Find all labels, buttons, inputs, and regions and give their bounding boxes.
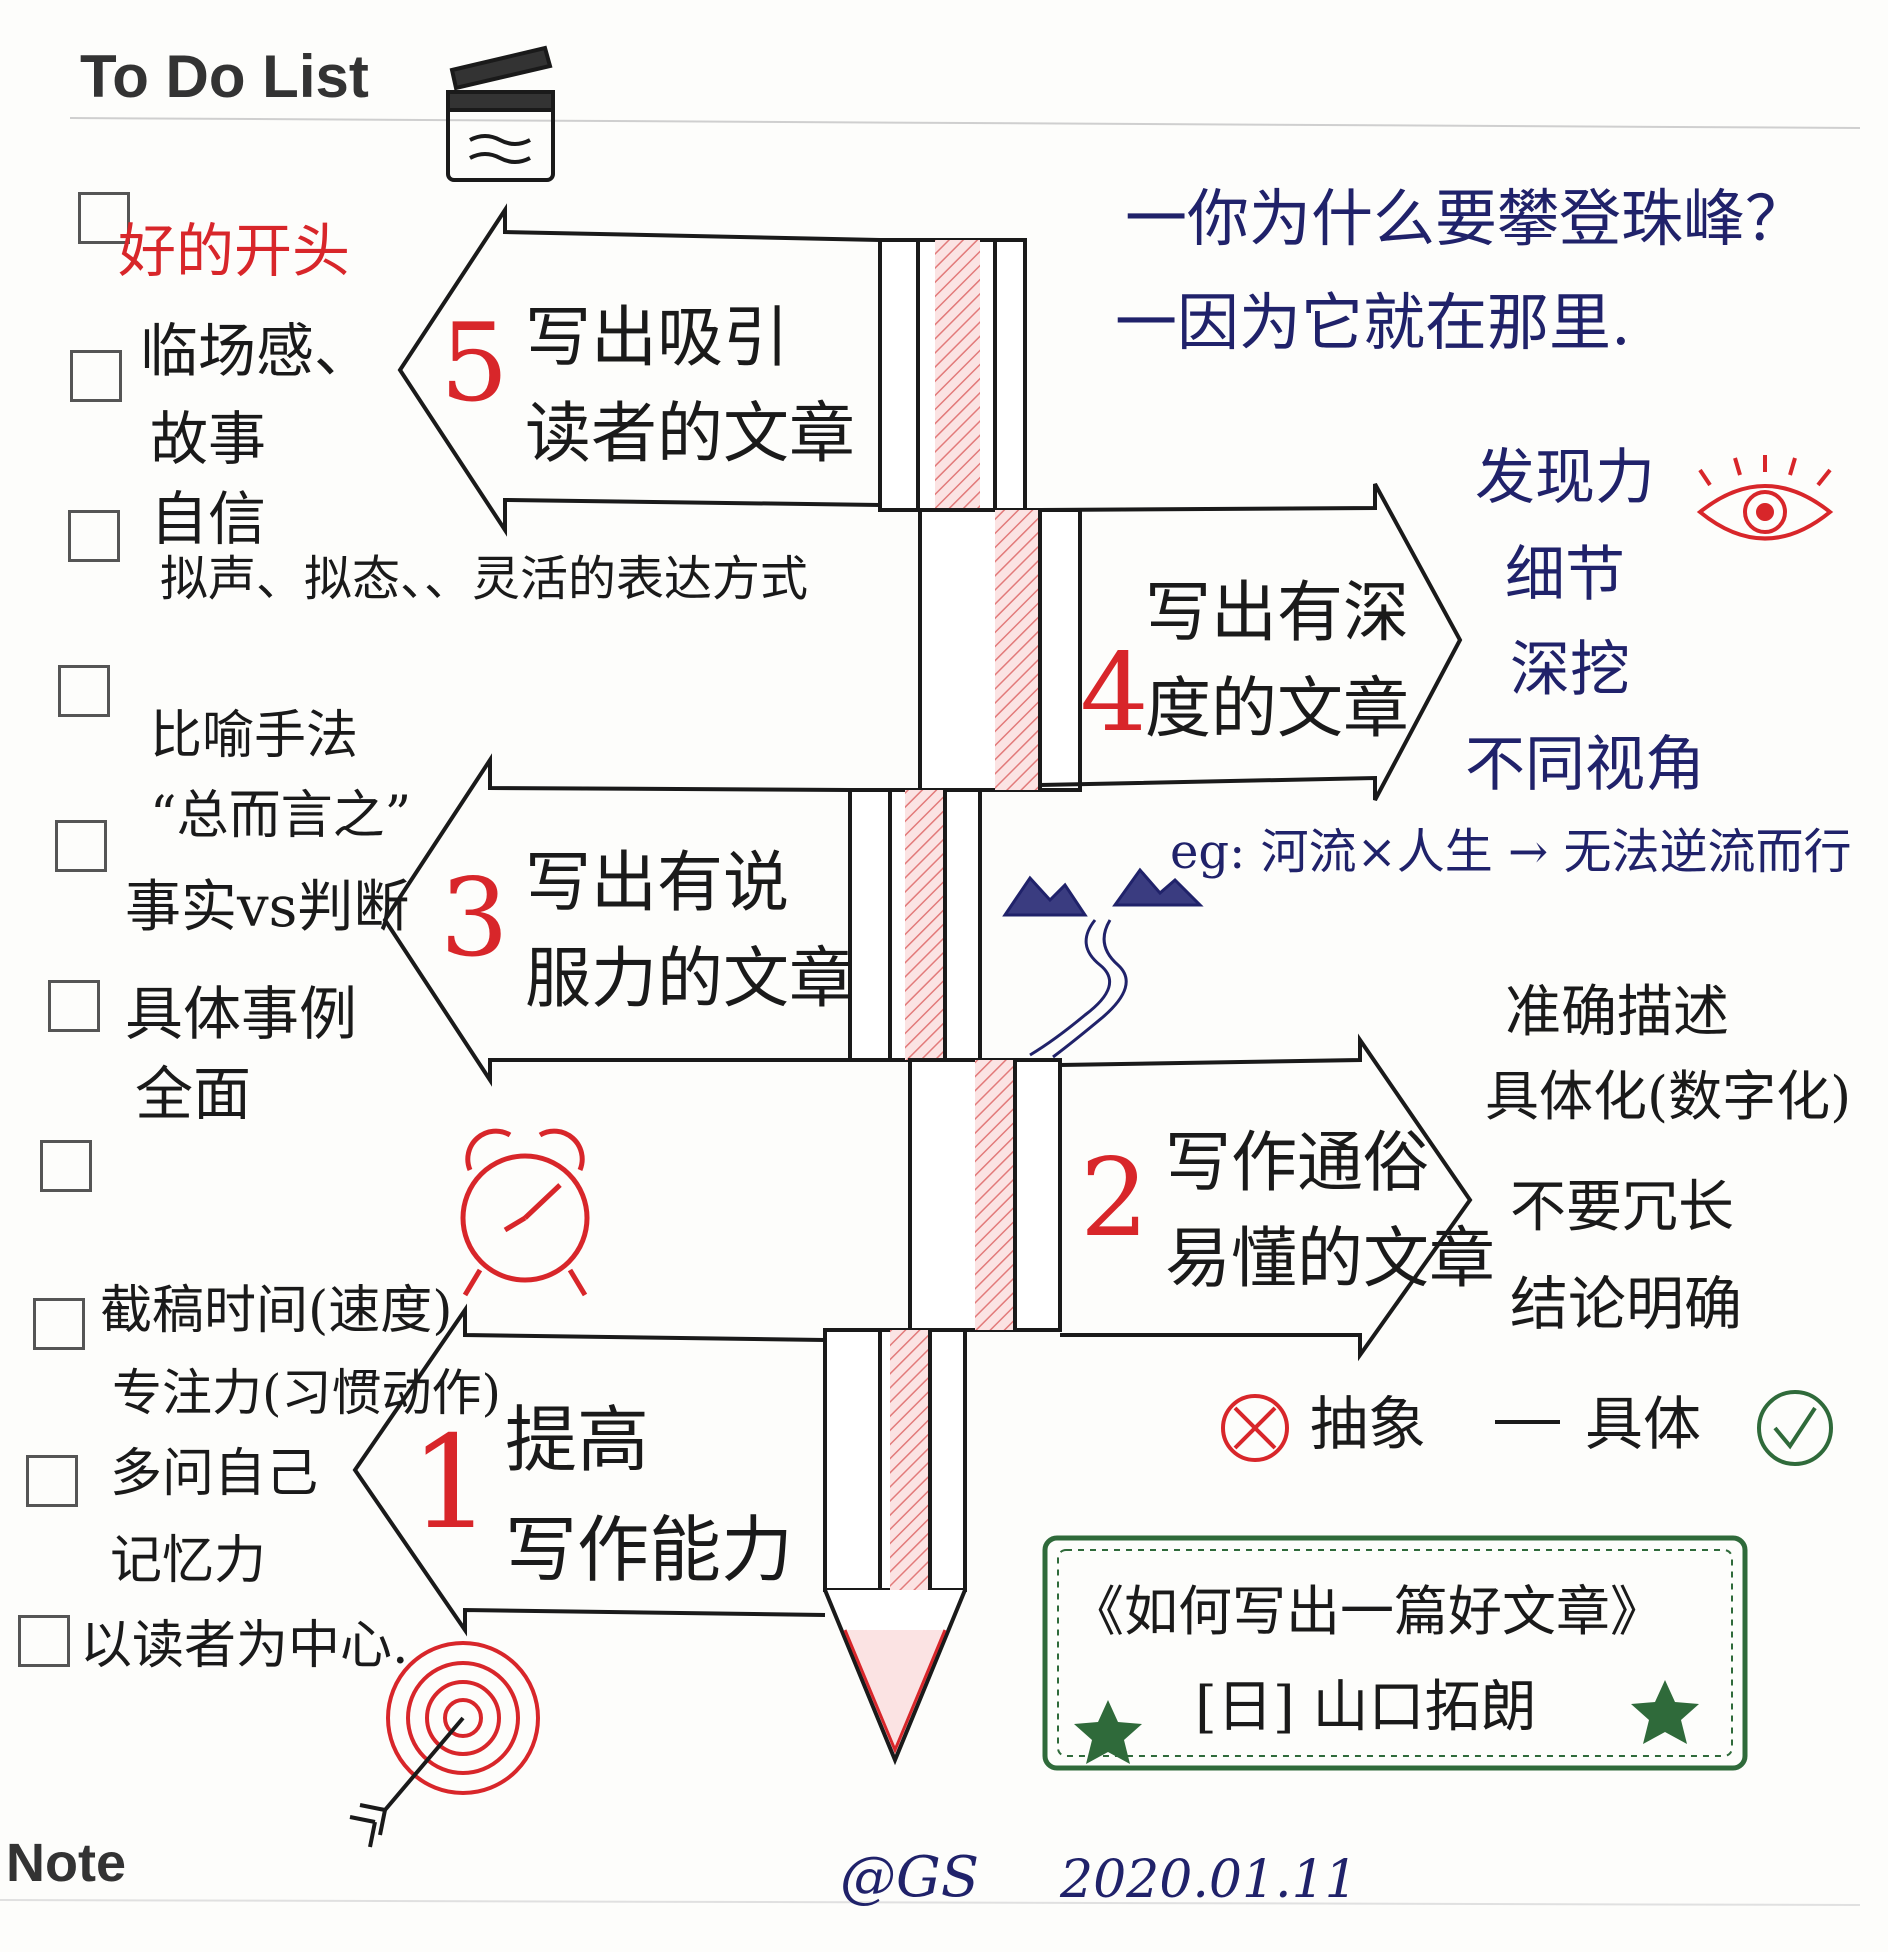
signature-date: 2020.01.11 bbox=[1060, 1850, 1358, 1910]
note-5-item: 故事 bbox=[150, 405, 267, 473]
note-4-item: 发现力 bbox=[1475, 443, 1655, 513]
note-3-item: “总而言之” bbox=[150, 786, 412, 846]
sign-5-line-2: 读者的文章 bbox=[525, 395, 855, 472]
note-5-item: 自信 bbox=[150, 485, 267, 553]
quote-line-2: 一因为它就在那里. bbox=[1115, 286, 1631, 359]
sign-4-text: 写出有深 度的文章 bbox=[1145, 565, 1409, 757]
concrete-label: 具体 bbox=[1585, 1390, 1702, 1458]
sign-4-arrow bbox=[1039, 483, 1463, 801]
example-note: eg: 河流×人生 → 无法逆流而行 bbox=[1170, 824, 1852, 880]
sign-1-text: 提高 写作能力 bbox=[505, 1385, 793, 1605]
header-rule bbox=[69, 117, 1861, 129]
todo-checkbox[interactable] bbox=[26, 1455, 78, 1507]
note-3-item: 比喻手法 bbox=[150, 706, 359, 766]
note-4-item: 深挖 bbox=[1510, 635, 1630, 705]
signature-handle: @GS bbox=[840, 1845, 980, 1910]
note-4-item: 不同视角 bbox=[1465, 730, 1705, 800]
sign-3-number: 3 bbox=[440, 856, 509, 981]
sign-2-line-2: 易懂的文章 bbox=[1165, 1220, 1495, 1297]
todo-checkbox[interactable] bbox=[78, 192, 130, 244]
note-1-item: 以读者为中心. bbox=[80, 1616, 409, 1676]
note-2-item: 准确描述 bbox=[1505, 980, 1729, 1045]
note-1-item: 多问自己 bbox=[110, 1444, 319, 1504]
sign-1-number: 1 bbox=[410, 1409, 492, 1558]
sign-4-number: 4 bbox=[1080, 631, 1149, 756]
footer-rule bbox=[0, 1899, 1861, 1906]
clapperboard-icon bbox=[446, 45, 555, 182]
note-1-item: 截稿时间(速度) bbox=[100, 1281, 453, 1341]
note-4-item: 细节 bbox=[1505, 540, 1625, 610]
sign-3-text: 写出有说 服力的文章 bbox=[525, 835, 855, 1027]
todo-checkbox[interactable] bbox=[48, 980, 100, 1032]
good-opening-title: 好的开头 bbox=[118, 217, 351, 285]
sign-3-line-1: 写出有说 bbox=[525, 844, 789, 921]
sign-5-text: 写出吸引 读者的文章 bbox=[525, 290, 855, 482]
todo-checkbox[interactable] bbox=[40, 1140, 92, 1192]
sign-arrows bbox=[352, 203, 1473, 1637]
todo-checkbox[interactable] bbox=[68, 510, 120, 562]
todo-checkbox[interactable] bbox=[18, 1615, 70, 1667]
eye-icon bbox=[1696, 455, 1834, 541]
sign-5-number: 5 bbox=[440, 301, 509, 426]
sign-4-line-2: 度的文章 bbox=[1145, 670, 1409, 747]
target-icon bbox=[349, 1641, 540, 1848]
quote-line-1: 一你为什么要攀登珠峰？ bbox=[1125, 182, 1808, 255]
note-3-item: 具体事例 bbox=[125, 980, 358, 1048]
pencil-post bbox=[823, 238, 1082, 1766]
star-icon bbox=[1074, 1680, 1699, 1764]
sign-1-line-1: 提高 bbox=[505, 1398, 650, 1482]
todo-checkbox[interactable] bbox=[70, 350, 122, 402]
page-title: To Do List bbox=[80, 43, 369, 110]
abstract-label: 抽象 bbox=[1310, 1390, 1427, 1458]
todo-checkbox[interactable] bbox=[58, 665, 110, 717]
note-3-item: 事实vs判断 bbox=[125, 875, 410, 940]
sign-5-line-1: 写出吸引 bbox=[525, 299, 789, 376]
todo-checkbox[interactable] bbox=[55, 820, 107, 872]
mountain-river-icon bbox=[1002, 867, 1204, 1059]
book-author: [日] 山口拓朗 bbox=[1195, 1675, 1537, 1740]
sign-1-line-2: 写作能力 bbox=[505, 1508, 794, 1592]
sign-1-arrow bbox=[352, 1303, 826, 1637]
sign-2-number: 2 bbox=[1080, 1136, 1149, 1261]
sign-3-line-2: 服力的文章 bbox=[525, 940, 855, 1017]
cross-icon bbox=[1221, 1394, 1289, 1462]
sign-2-text: 写作通俗 易懂的文章 bbox=[1165, 1115, 1495, 1307]
footer-label: Note bbox=[6, 1833, 126, 1893]
note-1-item: 记忆力 bbox=[110, 1531, 267, 1591]
sign-3-arrow bbox=[382, 753, 851, 1087]
check-icon bbox=[1757, 1390, 1833, 1466]
note-2-item: 具体化(数字化) bbox=[1485, 1065, 1852, 1128]
note-2-item: 不要冗长 bbox=[1510, 1175, 1734, 1240]
book-frame bbox=[1042, 1535, 1748, 1771]
note-5-item: 临场感、 bbox=[140, 317, 373, 385]
sign-4-line-1: 写出有深 bbox=[1145, 574, 1409, 651]
note-1-item: 专注力(习惯动作) bbox=[112, 1364, 502, 1422]
sign-2-line-1: 写作通俗 bbox=[1165, 1124, 1429, 1201]
alarm-clock-icon bbox=[460, 1128, 590, 1297]
book-title: 《如何写出一篇好文章》 bbox=[1070, 1580, 1664, 1643]
sign-2-arrow bbox=[1059, 1033, 1473, 1362]
note-2-item: 结论明确 bbox=[1510, 1270, 1743, 1338]
todo-checkbox[interactable] bbox=[33, 1298, 85, 1350]
sign-5-arrow bbox=[397, 203, 881, 537]
note-3-item: 全面 bbox=[135, 1060, 252, 1128]
note-5-item: 拟声、拟态、、灵活的表达方式 bbox=[160, 551, 809, 607]
